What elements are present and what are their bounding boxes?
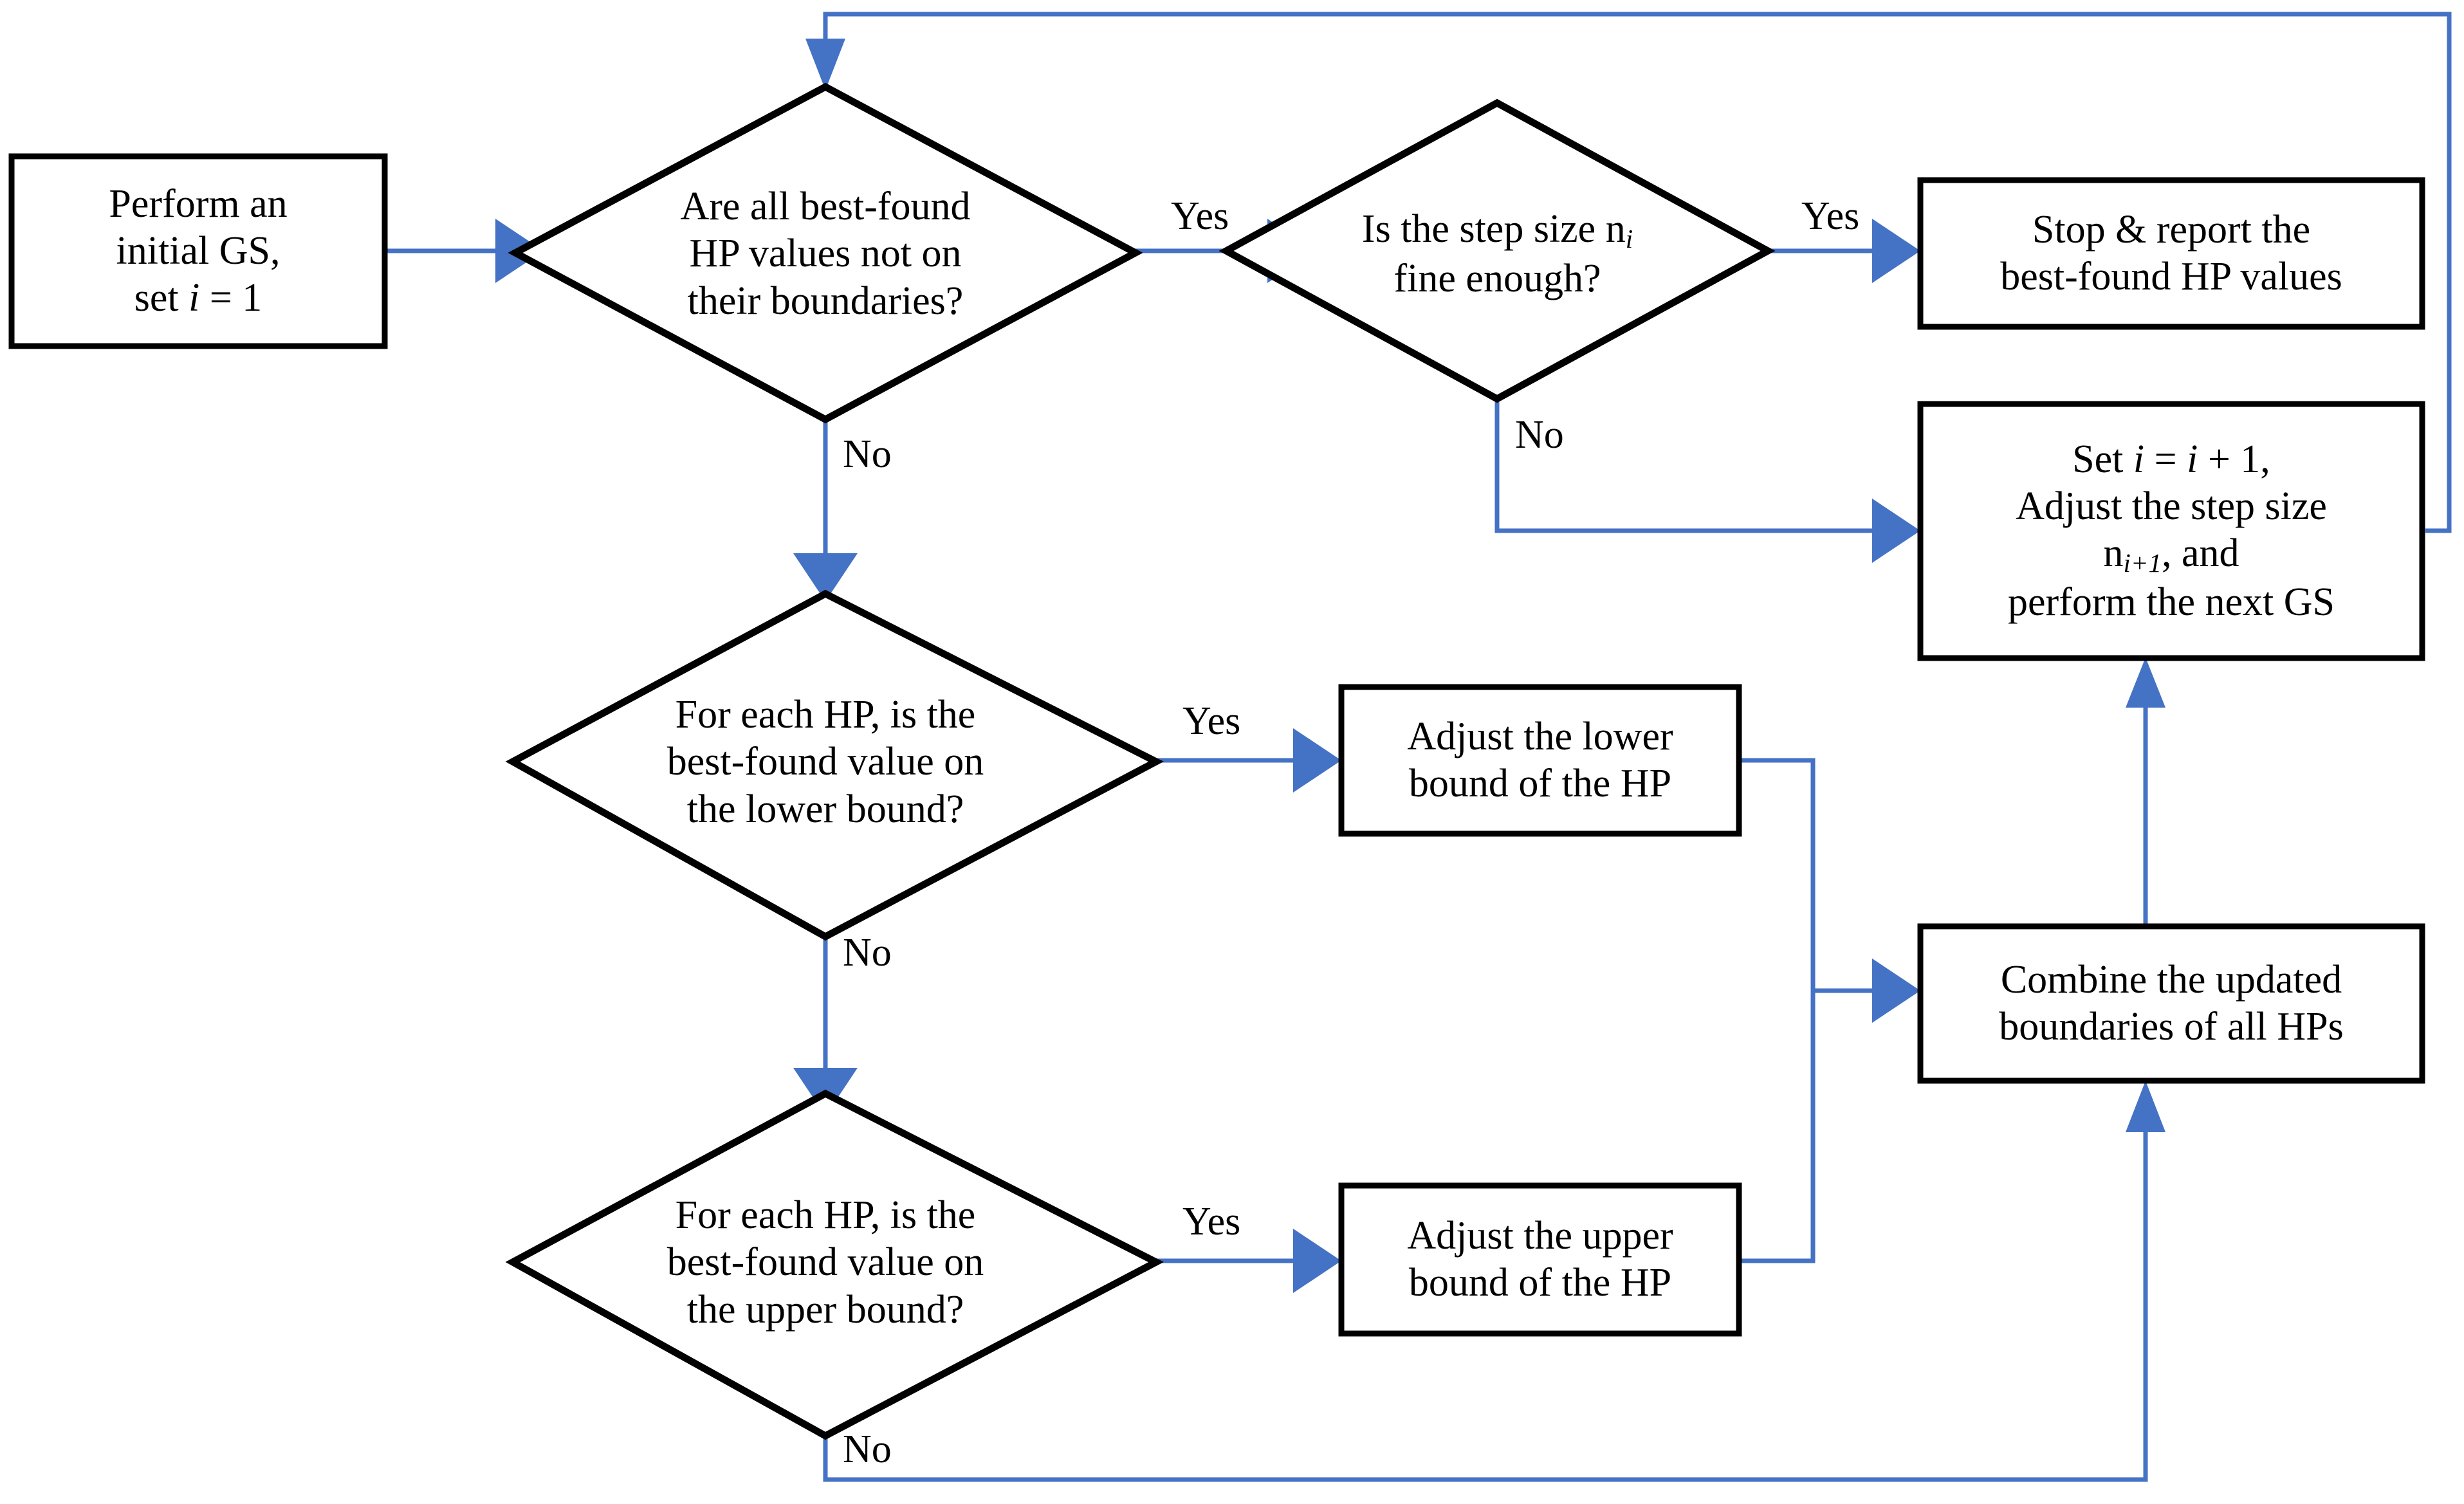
edge-stepsize-no-to-next-iteration bbox=[1494, 399, 1920, 563]
edge-label-stepsize-yes: Yes bbox=[1801, 194, 1860, 238]
node-stop-report-shape[interactable] bbox=[1917, 177, 2425, 330]
edge-next-iteration-to-boundaries bbox=[805, 12, 2452, 533]
edge-boundaries-no-to-lower bbox=[793, 418, 858, 601]
node-next-iteration-shape[interactable] bbox=[1917, 401, 2425, 661]
edge-label-lower-yes: Yes bbox=[1182, 699, 1241, 743]
edge-adjust-lower-to-combine bbox=[1737, 758, 1920, 1023]
edge-label-lower-no: No bbox=[843, 931, 892, 975]
edge-upper-no-to-combine bbox=[823, 1081, 2165, 1482]
edge-label-upper-no: No bbox=[843, 1427, 892, 1471]
node-adjust-upper-shape[interactable] bbox=[1338, 1182, 1742, 1337]
node-start-shape[interactable] bbox=[8, 153, 388, 349]
edge-adjust-upper-to-combine bbox=[1737, 991, 1816, 1263]
node-decision-stepsize-shape[interactable] bbox=[1218, 98, 1776, 403]
edge-lower-yes-to-adjust-lower bbox=[1155, 728, 1341, 793]
edge-label-upper-yes: Yes bbox=[1182, 1200, 1241, 1243]
node-decision-upper-shape[interactable] bbox=[505, 1089, 1164, 1440]
node-adjust-lower-shape[interactable] bbox=[1338, 684, 1742, 837]
edge-combine-to-next-iteration bbox=[2126, 657, 2165, 926]
node-decision-lower-shape[interactable] bbox=[505, 589, 1164, 941]
edge-label-boundaries-yes: Yes bbox=[1171, 194, 1229, 238]
edge-stepsize-yes-to-stop bbox=[1766, 219, 1920, 283]
node-decision-boundaries-shape[interactable] bbox=[508, 82, 1143, 424]
edge-label-boundaries-no: No bbox=[843, 432, 892, 476]
edge-label-stepsize-no: No bbox=[1515, 413, 1564, 457]
node-combine-shape[interactable] bbox=[1917, 923, 2425, 1084]
edge-upper-yes-to-adjust-upper bbox=[1155, 1229, 1341, 1293]
